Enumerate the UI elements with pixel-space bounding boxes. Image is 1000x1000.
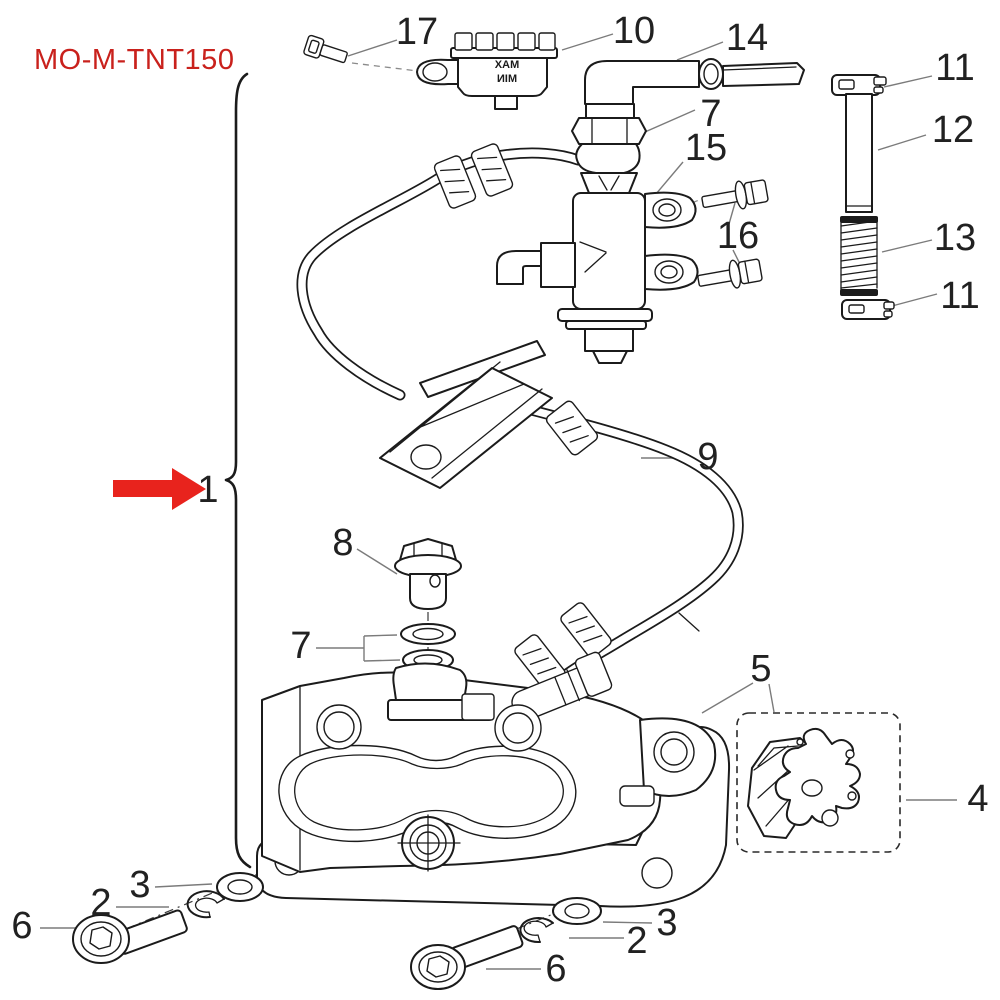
callout-17: 17	[395, 11, 439, 53]
reservoir-assembly: MAX MIN	[416, 32, 558, 110]
diagram-code: MO-M-TNT150	[34, 44, 235, 76]
callout-5: 5	[750, 648, 772, 690]
brake-pads-group	[736, 712, 901, 853]
pointer-arrow	[113, 468, 206, 510]
callout-3-left: 3	[129, 864, 151, 906]
reservoir-elbow-fitting	[584, 58, 805, 105]
callout-6-right: 6	[545, 948, 567, 990]
brake-pad-outer	[774, 727, 861, 827]
callout-12: 12	[931, 109, 975, 151]
callout-11-top: 11	[935, 47, 975, 89]
hose-protector-sleeve-lower	[514, 602, 612, 690]
caliper-bolt-right	[410, 925, 524, 990]
master-cylinder-bolt-upper	[701, 179, 769, 210]
spring-washer-left	[186, 890, 225, 919]
pad-pin-clip-bottom	[841, 299, 895, 320]
reservoir-min-marking: MIN	[497, 73, 517, 85]
callout-2-right: 2	[626, 920, 648, 962]
callout-16: 16	[716, 215, 760, 257]
callout-2-left: 2	[90, 882, 112, 924]
flat-washer-left	[216, 872, 264, 902]
callout-7-master-cylinder: 7	[700, 93, 722, 135]
brake-caliper	[261, 651, 717, 873]
flat-washer-right	[552, 897, 602, 925]
rear-master-cylinder	[496, 103, 699, 364]
reservoir-max-marking: MAX	[494, 59, 519, 71]
spring-washer-right	[519, 917, 554, 944]
callout-7-washers: 7	[290, 625, 312, 667]
pad-spring	[840, 216, 878, 296]
callout-13: 13	[933, 217, 977, 259]
assembly-brace	[224, 72, 252, 869]
pad-pin	[845, 93, 873, 213]
callout-10: 10	[612, 10, 656, 52]
callout-6-left: 6	[11, 905, 33, 947]
reservoir-screw	[303, 34, 348, 64]
callout-15: 15	[684, 127, 728, 169]
callout-1: 1	[197, 469, 219, 511]
banjo-bolt	[394, 538, 462, 688]
callout-3-right: 3	[656, 902, 678, 944]
callout-8: 8	[332, 522, 354, 564]
hose-clamp-bracket	[379, 340, 599, 489]
callout-4: 4	[967, 778, 989, 820]
master-cylinder-bolt-lower	[697, 258, 763, 289]
callout-11-bottom: 11	[940, 275, 980, 317]
callout-14: 14	[725, 17, 769, 59]
pad-pin-clip-top	[831, 74, 887, 96]
hose-protector-sleeve-upper	[433, 143, 514, 209]
callout-9: 9	[697, 436, 719, 478]
caliper-bolt-left	[72, 909, 188, 964]
